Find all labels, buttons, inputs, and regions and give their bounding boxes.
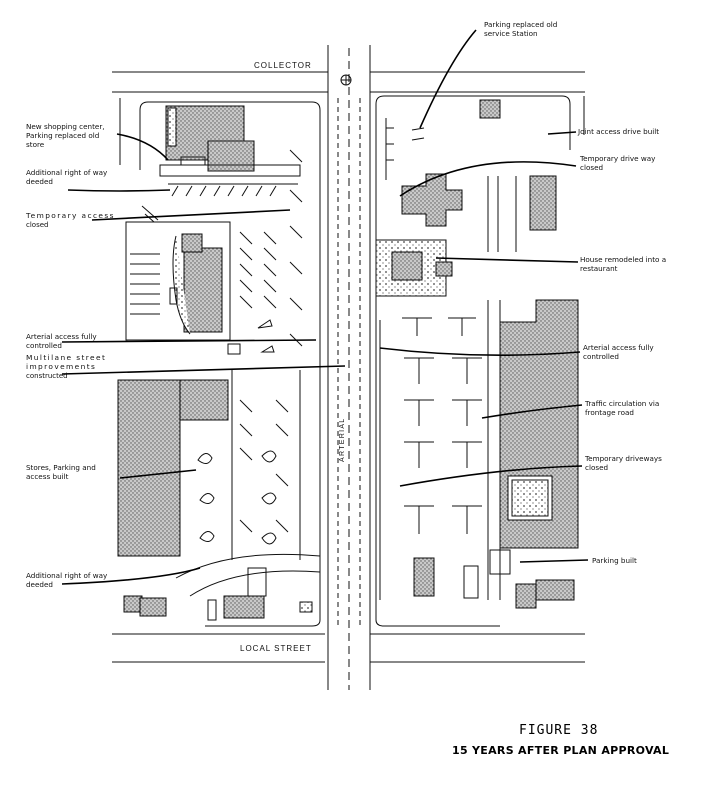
street-network [112,45,585,690]
annotation-traffic-circulation: Traffic circulation via frontage road [584,399,662,417]
annotation-house-restaurant: House remodeled into a restaurant [580,255,668,273]
annotation-right-of-way-top: Additional right of way deeded [26,168,110,186]
leader-lines [61,29,589,585]
right-annotations: Parking replaced old service Station Joi… [484,20,668,565]
annotation-temporary-access: Temporary access closed [25,211,119,229]
arterial-label: ARTERIAL [339,417,346,462]
figure-title: 15 YEARS AFTER PLAN APPROVAL [452,744,670,757]
annotation-parking-service-station: Parking replaced old service Station [484,20,560,38]
annotation-parking-built: Parking built [592,556,637,565]
left-annotations: New shopping center, Parking replaced ol… [25,122,119,589]
annotation-arterial-access-east: Arterial access fully controlled [583,343,656,361]
annotation-temporary-drive-way: Temporary drive way closed [579,154,658,172]
annotation-stores-parking: Stores, Parking and access built [26,463,98,481]
annotation-new-shopping-center: New shopping center, Parking replaced ol… [26,122,107,149]
annotation-right-of-way-bottom: Additional right of way deeded [26,571,110,589]
annotation-joint-access-drive: Joint access drive built [577,127,659,136]
annotation-multilane-street: Multilane street improvements constructe… [26,353,110,380]
east-block [375,95,585,627]
annotation-temporary-driveways: Temporary driveways closed [584,454,664,472]
collector-street-label: COLLECTOR [254,61,312,70]
west-block [117,98,321,627]
figure-number: FIGURE 38 [519,723,599,738]
annotation-arterial-access-west: Arterial access fully controlled [26,332,99,350]
intersection-symbol-icon [340,74,352,86]
local-street-label: LOCAL STREET [240,644,312,653]
